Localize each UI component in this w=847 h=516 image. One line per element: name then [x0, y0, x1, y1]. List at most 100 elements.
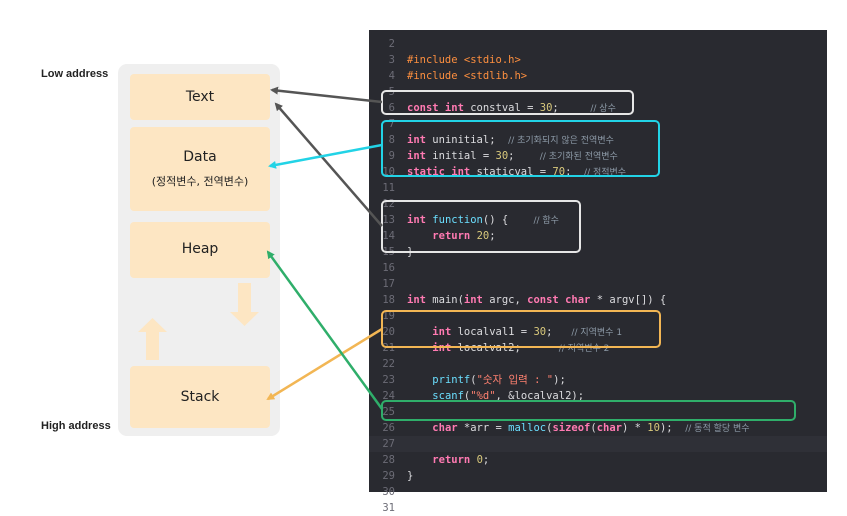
constval-to-text-arrow — [270, 86, 383, 104]
stack-segment: Stack — [130, 366, 270, 428]
code-token: main( — [432, 294, 464, 306]
code-line: 30 — [369, 484, 827, 500]
code-token: ; — [565, 166, 585, 178]
text-segment: Text — [130, 74, 270, 120]
line-number: 26 — [382, 422, 395, 434]
data-segment: Data (정적변수, 전역변수) — [130, 127, 270, 211]
code-token: const char — [527, 294, 597, 306]
code-line: 31 — [369, 500, 827, 516]
code-token: * argv[]) { — [596, 294, 667, 306]
heap-segment-label: Heap — [181, 241, 219, 257]
code-text: char *arr = malloc(sizeof(char) * 10); /… — [407, 420, 750, 437]
code-token: ; — [482, 454, 490, 466]
code-token: printf — [432, 374, 471, 386]
code-token: malloc — [508, 422, 547, 434]
line-number: 20 — [382, 326, 395, 338]
line-number: 14 — [382, 230, 395, 242]
code-token: ); — [553, 374, 566, 386]
text-segment-label: Text — [185, 89, 215, 105]
code-token: int — [407, 134, 433, 146]
code-line: 14 return 20; — [369, 228, 827, 244]
heap-growth-arrow — [230, 283, 259, 326]
code-token: // 초기화되지 않은 전역변수 — [508, 136, 614, 146]
code-line: 17 — [369, 276, 827, 292]
code-token: // 정적변수 — [584, 168, 627, 178]
code-line: 11 — [369, 180, 827, 196]
code-token: ( — [590, 422, 597, 434]
line-number: 17 — [382, 278, 395, 290]
code-token: // 동적 할당 변수 — [685, 424, 750, 434]
stack-growth-arrow — [138, 318, 167, 360]
code-line: 20 int localval1 = 30; // 지역변수 1 — [369, 324, 827, 340]
code-token: return — [432, 230, 477, 242]
function-highlight-box — [381, 200, 581, 253]
code-token: char — [596, 422, 622, 434]
code-token: // 상수 — [590, 104, 616, 114]
code-token: ; — [552, 102, 591, 114]
code-token: 30 — [495, 150, 509, 162]
code-line: 25 — [369, 404, 827, 420]
line-number: 27 — [382, 438, 395, 450]
data-segment-label: Data — [183, 149, 217, 165]
code-token: // 지역변수 1 — [571, 328, 623, 338]
code-token: "%d" — [470, 390, 496, 402]
line-number: 3 — [388, 54, 395, 66]
code-token: // 지역변수 2 — [558, 344, 610, 354]
code-token: return — [432, 454, 477, 466]
code-token: int — [407, 214, 433, 226]
code-line: 2 — [369, 36, 827, 52]
code-token: , &localval2); — [495, 390, 585, 402]
code-text: int initial = 30; // 초기화된 전역변수 — [407, 148, 618, 165]
line-number: 7 — [388, 118, 395, 130]
code-line: 7 — [369, 116, 827, 132]
code-token: ; — [546, 326, 572, 338]
code-token: int — [407, 150, 433, 162]
code-text: const int constval = 30; // 상수 — [407, 100, 616, 117]
line-number: 19 — [382, 310, 395, 322]
heap-segment: Heap — [130, 222, 270, 278]
globals-to-data-arrow — [268, 143, 383, 169]
code-token: // 초기화된 전역변수 — [539, 152, 618, 162]
locals-highlight-box — [381, 310, 661, 348]
code-token: int — [432, 326, 458, 338]
code-line: 28 return 0; — [369, 452, 827, 468]
code-token: ; — [508, 150, 540, 162]
function-to-text-arrow — [274, 102, 383, 227]
code-token: #include <stdio.h> — [407, 54, 521, 66]
line-number: 24 — [382, 390, 395, 402]
code-token: // 함수 — [533, 216, 559, 226]
code-token: constval = — [470, 102, 540, 114]
code-token: #include <stdlib.h> — [407, 70, 528, 82]
code-text: printf("숫자 입력 : "); — [407, 372, 566, 388]
constval-highlight-box — [381, 90, 634, 115]
code-token: const int — [407, 102, 471, 114]
line-number: 25 — [382, 406, 395, 418]
code-text: scanf("%d", &localval2); — [407, 388, 584, 404]
code-line: 27 — [369, 436, 827, 452]
code-token: () { — [482, 214, 534, 226]
code-text: #include <stdio.h> — [407, 52, 521, 68]
code-token: int — [463, 294, 490, 306]
line-number: 2 — [388, 38, 395, 50]
code-token: ( — [463, 390, 471, 402]
code-token: char — [432, 422, 464, 434]
code-token: ( — [470, 374, 477, 386]
line-number: 30 — [382, 486, 395, 498]
code-token: argc, — [489, 294, 528, 306]
line-number: 22 — [382, 358, 395, 370]
code-text: return 0; — [407, 452, 489, 468]
code-token: 20 — [476, 230, 490, 242]
line-number: 11 — [382, 182, 395, 194]
low-address-label: Low address — [41, 68, 109, 80]
code-text: return 20; — [407, 228, 495, 244]
locals-to-stack-arrow — [266, 327, 383, 401]
code-line: 16 — [369, 260, 827, 276]
line-number: 18 — [382, 294, 395, 306]
line-number: 16 — [382, 262, 395, 274]
line-number: 9 — [388, 150, 395, 162]
code-token: ( — [546, 422, 553, 434]
